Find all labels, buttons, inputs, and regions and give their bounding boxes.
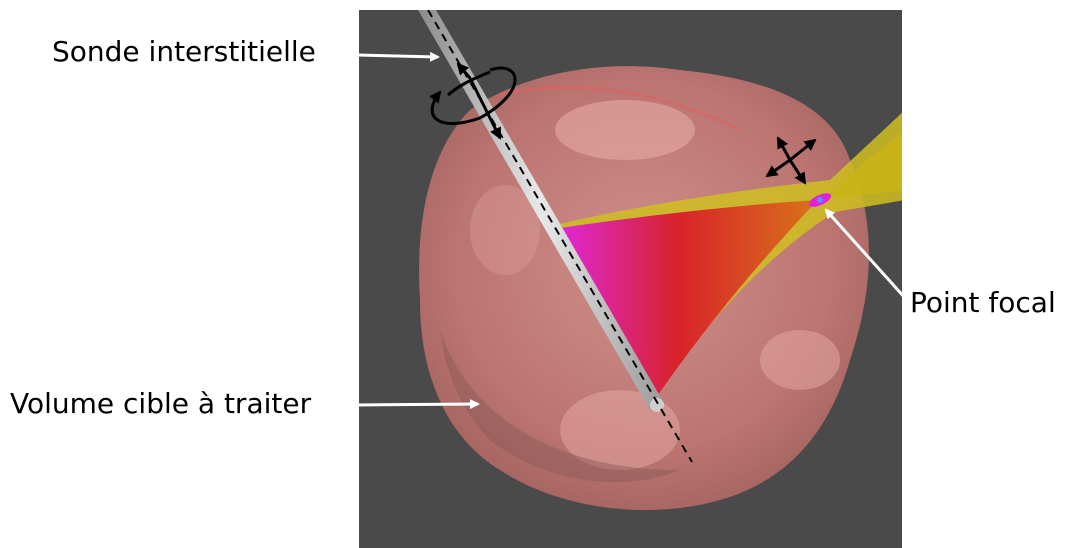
target-volume-label: Volume cible à traiter (10, 390, 311, 418)
focal-point-label: Point focal (910, 289, 1056, 317)
focal-center (817, 197, 823, 203)
volume-pointer-arrow (358, 404, 478, 405)
organ-highlight (760, 330, 840, 390)
organ-highlight (555, 100, 695, 160)
probe-label: Sonde interstitielle (52, 38, 316, 66)
probe-pointer-arrow (357, 55, 438, 57)
